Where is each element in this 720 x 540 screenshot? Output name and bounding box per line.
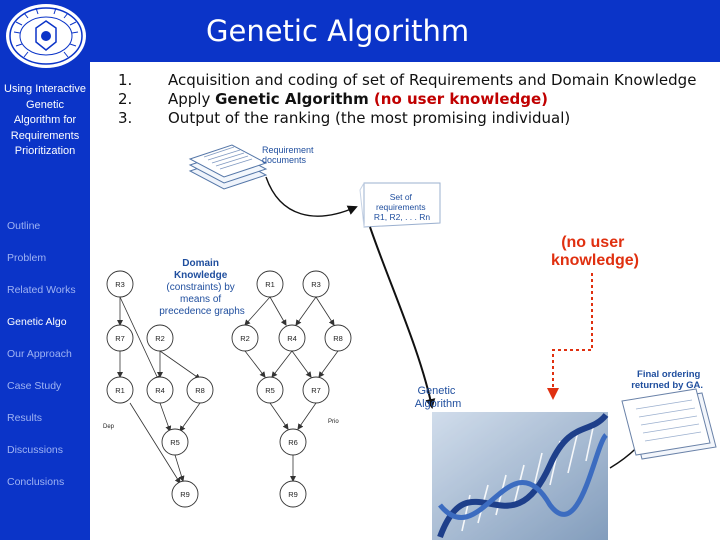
graph-node-label: R1 xyxy=(265,280,275,289)
step-text: Acquisition and coding of set of Require… xyxy=(168,71,697,89)
step-text-pre: Apply xyxy=(168,90,216,108)
graph-node-label: R9 xyxy=(288,490,298,499)
step-number: 2. xyxy=(118,90,133,108)
no-user-knowledge-label: (no user knowledge) xyxy=(551,234,639,269)
graph-node xyxy=(324,324,352,352)
set-of-requirements-label: Set of requirements R1, R2, . . . Rn xyxy=(374,192,430,222)
step-1: 1. Acquisition and coding of set of Requi… xyxy=(118,71,696,90)
step-number: 3. xyxy=(118,109,133,127)
no-user-knowledge-dashed-arrow xyxy=(547,273,593,400)
graph-node xyxy=(106,376,134,404)
graph-node xyxy=(278,324,306,352)
step-text: Output of the ranking (the most promisin… xyxy=(168,109,571,127)
prio-label: Prio xyxy=(328,419,339,425)
nav-item-conclusions[interactable]: Conclusions xyxy=(7,476,65,488)
graph-node xyxy=(279,428,307,456)
graph-node xyxy=(302,376,330,404)
graph-node xyxy=(302,270,330,298)
steps-list: 1. Acquisition and coding of set of Requi… xyxy=(118,71,696,128)
ga-diagram: Requirement documents Set of requirement… xyxy=(103,144,717,540)
graph-node-label: R7 xyxy=(115,334,125,343)
graph-node-label: R5 xyxy=(265,386,275,395)
graph-node xyxy=(279,480,307,508)
nav-item-related-works[interactable]: Related Works xyxy=(7,284,76,296)
graph-node xyxy=(146,376,174,404)
output-document-icon xyxy=(621,388,717,460)
requirement-documents-label: Requirement documents xyxy=(262,145,316,165)
step-2: 2. Apply Genetic Algorithm (no user knowl… xyxy=(118,90,696,109)
graph-node xyxy=(161,428,189,456)
final-ordering-label: Final ordering returned by GA. xyxy=(631,369,703,391)
graph-node xyxy=(256,376,284,404)
genetic-algorithm-label: Genetic Algorithm xyxy=(415,385,461,410)
graph-node-label: R9 xyxy=(180,490,190,499)
graph-node xyxy=(186,376,214,404)
step-number: 1. xyxy=(118,71,133,89)
step-3: 3. Output of the ranking (the most promis… xyxy=(118,109,696,128)
sidebar: Using Interactive Genetic Algorithm for … xyxy=(0,0,90,540)
graph-node-label: R2 xyxy=(240,334,250,343)
graph-node xyxy=(171,480,199,508)
nav-item-our-approach[interactable]: Our Approach xyxy=(7,348,72,360)
graph-node-label: R4 xyxy=(287,334,297,343)
graph-node-label: R8 xyxy=(195,386,205,395)
header-bar: Genetic Algorithm xyxy=(90,0,720,62)
step-text-bold: Genetic Algorithm xyxy=(215,90,369,108)
slide-title: Genetic Algorithm xyxy=(206,14,470,48)
domain-knowledge-label: Domain Knowledge (constraints) by means … xyxy=(159,258,245,317)
nav-item-problem[interactable]: Problem xyxy=(7,252,47,264)
graph-node xyxy=(106,270,134,298)
graph-node xyxy=(106,324,134,352)
graph-node-label: R5 xyxy=(170,438,180,447)
nav-item-case-study[interactable]: Case Study xyxy=(7,380,62,392)
presentation-subtitle: Using Interactive Genetic Algorithm for … xyxy=(4,83,86,158)
graph-node xyxy=(146,324,174,352)
precedence-graph-edges xyxy=(117,296,339,484)
step-text-red: (no user knowledge) xyxy=(368,90,549,108)
graph-node-label: R3 xyxy=(115,280,125,289)
graph-node-label: R7 xyxy=(311,386,321,395)
documents-to-set-arrow xyxy=(265,176,358,217)
set-to-ga-arrow xyxy=(369,226,436,409)
graph-node xyxy=(256,270,284,298)
dna-helix-image xyxy=(432,412,609,540)
graph-node-label: R3 xyxy=(311,280,321,289)
dep-label: Dep xyxy=(103,424,115,430)
set-of-requirements-box xyxy=(359,182,441,228)
graph-node-label: R8 xyxy=(333,334,343,343)
nav-item-results[interactable]: Results xyxy=(7,412,43,424)
graph-node-label: R1 xyxy=(115,386,125,395)
graph-node-label: R2 xyxy=(155,334,165,343)
nav-item-genetic-algo[interactable]: Genetic Algo xyxy=(7,316,67,328)
graph-node-label: R6 xyxy=(288,438,298,447)
requirement-documents-icon xyxy=(188,144,268,190)
university-seal-logo xyxy=(6,4,86,68)
nav-item-outline[interactable]: Outline xyxy=(7,220,41,232)
graph-node xyxy=(231,324,259,352)
nav-item-discussions[interactable]: Discussions xyxy=(7,444,64,456)
graph-node-label: R4 xyxy=(155,386,165,395)
